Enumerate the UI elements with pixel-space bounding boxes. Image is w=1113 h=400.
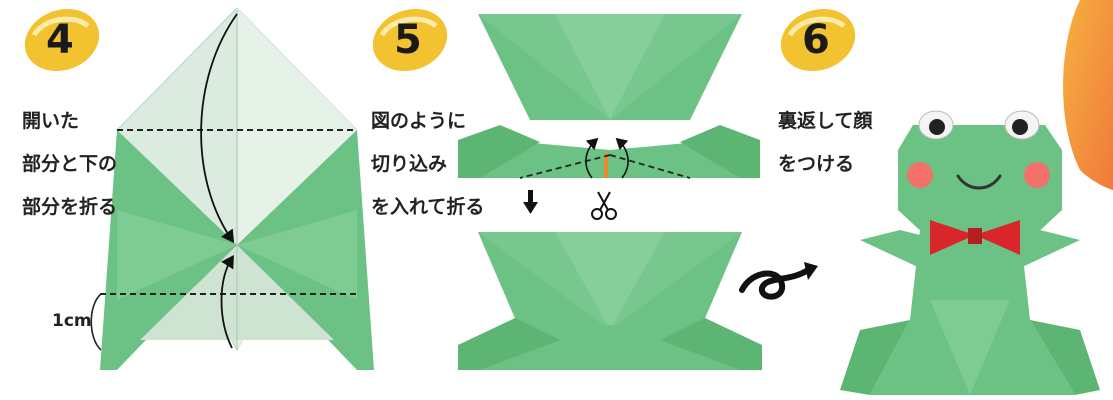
step-4-badge — [24, 8, 100, 72]
step-4-caption-line-3: 部分を折る — [22, 196, 118, 218]
frog-cheek-left — [907, 162, 933, 188]
step-6-caption-line-2: をつける — [778, 153, 855, 175]
bowtie — [930, 220, 1020, 255]
fold-arrow-up — [220, 254, 234, 349]
fold-arrow-down — [200, 13, 238, 243]
step-5-caption-line-1: 図のように — [371, 110, 467, 132]
step-6-caption-line-1: 裏返して顔 — [778, 110, 873, 132]
step-4-figure — [90, 7, 374, 370]
step-5-figure-after — [458, 232, 762, 370]
measurement-label: 1cm — [52, 311, 92, 331]
step-5-figure-before — [458, 14, 760, 179]
frog-smile — [956, 174, 1002, 190]
scissors-icon — [591, 191, 617, 220]
orange-decoration — [1063, 0, 1113, 190]
step-5-badge — [372, 8, 448, 72]
step-4-number: 4 — [46, 17, 74, 63]
step-4-caption-line-2: 部分と下の — [22, 153, 118, 175]
measure-bracket — [90, 293, 102, 351]
step-5-number: 5 — [394, 17, 422, 63]
step-5-caption-line-2: 切り込み — [371, 153, 448, 175]
down-arrow-icon — [523, 190, 538, 214]
step-5-caption-line-3: を入れて折る — [371, 196, 485, 218]
step-6-number: 6 — [802, 17, 830, 63]
frog-cheek-right — [1024, 162, 1050, 188]
step-6-badge — [780, 8, 856, 72]
frog-figure — [840, 110, 1100, 395]
flip-over-arrow-icon — [739, 262, 818, 300]
step-4-caption-line-1: 開いた — [22, 110, 80, 132]
